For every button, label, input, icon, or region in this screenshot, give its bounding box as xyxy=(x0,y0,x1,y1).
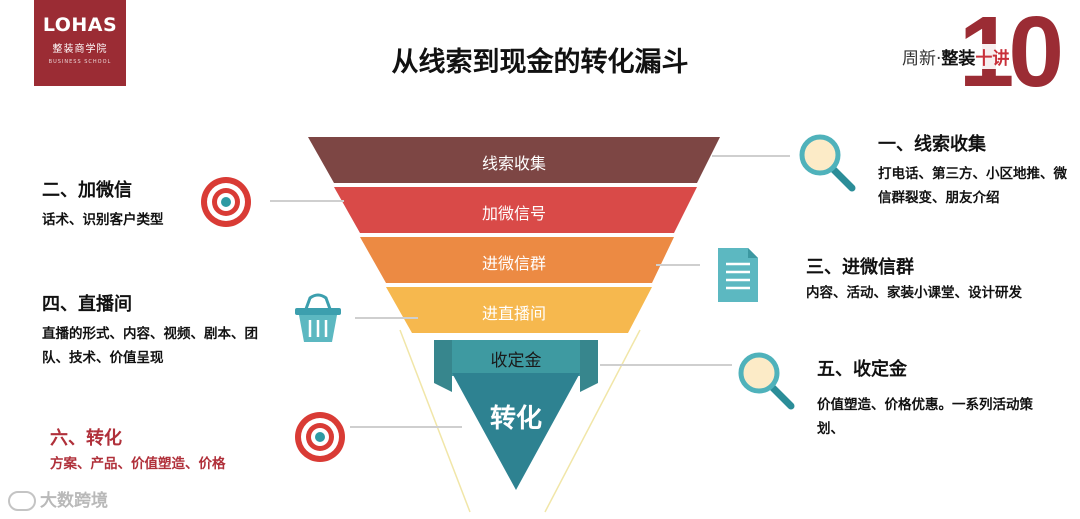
funnel-segment-1 xyxy=(308,137,720,183)
funnel-label-3: 进微信群 xyxy=(481,254,546,273)
annotation-4: 四、直播间 直播的形式、内容、视频、剧本、团队、技术、价值呈现 xyxy=(42,290,282,370)
logo-school: BUSINESS SCHOOL xyxy=(48,59,112,65)
annotation-3-heading: 三、进微信群 xyxy=(806,257,914,278)
annotation-5: 五、收定金 价值塑造、价格优惠。一系列活动策划、 xyxy=(817,355,1037,441)
funnel-segment-2 xyxy=(334,187,697,233)
watermark: 大数跨境 xyxy=(8,486,108,511)
funnel-fold-right xyxy=(580,340,598,392)
annotation-1-heading: 一、线索收集 xyxy=(878,134,986,155)
guide-line-left xyxy=(399,329,471,513)
funnel-label-4: 进直播间 xyxy=(481,304,546,323)
annotation-2-detail: 话术、识别客户类型 xyxy=(42,212,164,228)
funnel-segment-3 xyxy=(360,237,674,283)
logo-subtitle: 整装商学院 xyxy=(52,44,108,55)
annotation-1-detail: 打电话、第三方、小区地推、微信群裂变、朋友介绍 xyxy=(878,166,1067,206)
page-title: 从线索到现金的转化漏斗 xyxy=(391,47,689,78)
funnel-label-1: 线索收集 xyxy=(481,154,546,173)
annotation-3: 三、进微信群 内容、活动、家装小课堂、设计研发 xyxy=(806,253,1076,305)
funnel-segment-6 xyxy=(452,373,580,490)
basket-icon xyxy=(295,293,341,342)
funnel-segment-4 xyxy=(386,287,652,333)
logo-brand: LOHAS xyxy=(42,14,118,36)
annotation-2: 二、加微信 话术、识别客户类型 xyxy=(42,176,242,232)
badge-label: 周新·整装十讲 xyxy=(900,44,1012,69)
annotation-2-heading: 二、加微信 xyxy=(42,180,132,201)
magnifier-icon xyxy=(738,352,795,410)
annotation-3-detail: 内容、活动、家装小课堂、设计研发 xyxy=(806,285,1022,301)
target-icon xyxy=(295,412,345,462)
annotation-4-detail: 直播的形式、内容、视频、剧本、团队、技术、价值呈现 xyxy=(42,326,258,366)
document-icon xyxy=(718,248,758,302)
badge-label-c: 十讲 xyxy=(975,49,1010,69)
annotation-6: 六、转化 方案、产品、价值塑造、价格 xyxy=(50,424,290,476)
badge-label-b: 整装 xyxy=(941,49,976,69)
watermark-logo-icon xyxy=(8,491,36,511)
guide-line-right xyxy=(544,329,641,513)
target-icon xyxy=(201,177,251,227)
annotation-5-heading: 五、收定金 xyxy=(817,359,907,380)
funnel-fold-left xyxy=(434,340,452,392)
badge-label-a: 周新· xyxy=(902,49,942,69)
funnel-label-2: 加微信号 xyxy=(481,204,546,223)
annotation-1: 一、线索收集 打电话、第三方、小区地推、微信群裂变、朋友介绍 xyxy=(878,130,1068,210)
annotation-5-detail: 价值塑造、价格优惠。一系列活动策划、 xyxy=(817,397,1033,437)
annotation-6-detail: 方案、产品、价值塑造、价格 xyxy=(50,456,226,472)
series-badge: 10 周新·整装十讲 xyxy=(888,0,1064,110)
annotation-6-heading: 六、转化 xyxy=(50,428,122,449)
funnel-label-6: 转化 xyxy=(489,404,542,434)
magnifier-icon xyxy=(799,134,856,192)
funnel-label-5: 收定金 xyxy=(490,351,542,371)
annotation-4-heading: 四、直播间 xyxy=(42,294,132,315)
lohas-logo: LOHAS 整装商学院 BUSINESS SCHOOL xyxy=(34,0,126,86)
watermark-text: 大数跨境 xyxy=(40,491,108,511)
funnel-segment-5 xyxy=(452,340,580,376)
